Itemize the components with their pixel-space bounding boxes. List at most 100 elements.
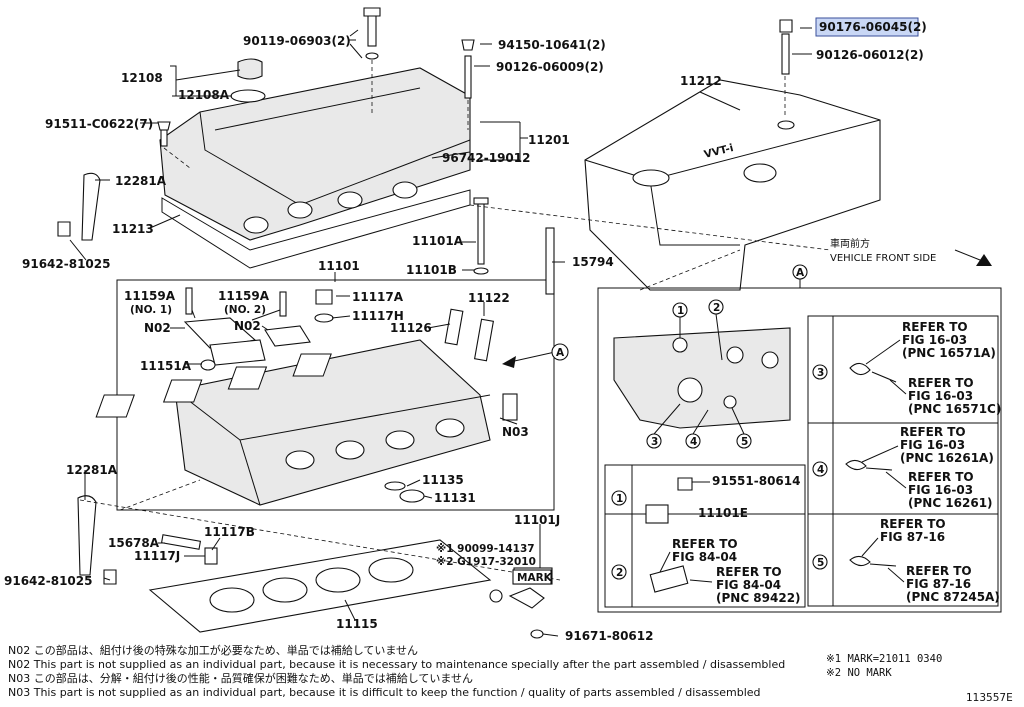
label-11159a-no1[interactable]: 11159A bbox=[124, 289, 176, 303]
label-12281a-bottom[interactable]: 12281A bbox=[66, 463, 118, 477]
label-pnc-16261[interactable]: (PNC 16261) bbox=[908, 496, 993, 510]
callout-4-box bbox=[812, 461, 828, 477]
label-fig-87-16-b[interactable]: FIG 87-16 bbox=[906, 577, 971, 591]
label-no1: (NO. 1) bbox=[130, 304, 172, 316]
callout-5-head-text: 5 bbox=[741, 436, 748, 448]
callout-3-box bbox=[812, 364, 828, 380]
cylinder-head-drawing bbox=[95, 287, 556, 506]
view-a-label-top: A bbox=[796, 267, 805, 279]
label-11101a[interactable]: 11101A bbox=[412, 234, 464, 248]
label-n02-a[interactable]: N02 bbox=[144, 321, 171, 335]
label-pnc-16571c[interactable]: (PNC 16571C) bbox=[908, 402, 1001, 416]
label-12108[interactable]: 12108 bbox=[121, 71, 163, 85]
label-12281a-top[interactable]: 12281A bbox=[115, 174, 167, 188]
note-n02-jp: N02 この部品は、組付け後の特殊な加工が必要なため、単品では補給していません bbox=[8, 644, 419, 657]
label-fig-16-03-d[interactable]: FIG 16-03 bbox=[908, 483, 973, 497]
view-a-label-mid: A bbox=[556, 347, 565, 359]
label-no2: (NO. 2) bbox=[224, 304, 266, 316]
label-11101j[interactable]: 11101J bbox=[514, 513, 560, 527]
engine-hanger-drawing bbox=[57, 172, 117, 585]
label-94150-10641[interactable]: 94150-10641(2) bbox=[498, 38, 606, 52]
sensor-sub-box bbox=[604, 464, 806, 608]
label-11131[interactable]: 11131 bbox=[434, 491, 476, 505]
view-a-marker-mid bbox=[551, 343, 569, 361]
note-n03-jp: N03 この部品は、分解・組付け後の性能・品質確保が困難なため、単品では補給して… bbox=[8, 672, 474, 685]
label-91671-80612[interactable]: 91671-80612 bbox=[565, 629, 653, 643]
view-a-marker-top bbox=[792, 264, 808, 280]
label-fig-84-04-b[interactable]: FIG 84-04 bbox=[716, 578, 781, 592]
label-11117h[interactable]: 11117H bbox=[352, 309, 404, 323]
detail-a-sensors-drawing bbox=[645, 477, 693, 593]
label-pnc-89422[interactable]: (PNC 89422) bbox=[716, 591, 801, 605]
callout-2-head-text: 2 bbox=[713, 302, 720, 314]
label-fig-16-03-b[interactable]: FIG 16-03 bbox=[908, 389, 973, 403]
highlight-90176-06045 bbox=[815, 17, 919, 37]
label-n02-b[interactable]: N02 bbox=[234, 319, 261, 333]
label-fig-16-03-a[interactable]: FIG 16-03 bbox=[902, 333, 967, 347]
label-11115[interactable]: 11115 bbox=[336, 617, 378, 631]
refer-to-16-03-a: REFER TO bbox=[902, 320, 968, 334]
label-11101b[interactable]: 11101B bbox=[406, 263, 457, 277]
label-front-jp: 車両前方 bbox=[830, 237, 870, 250]
label-11201[interactable]: 11201 bbox=[528, 133, 570, 147]
callout-4-box-text: 4 bbox=[817, 464, 824, 476]
label-11101e[interactable]: 11101E bbox=[698, 506, 748, 520]
callout-1-head-text: 1 bbox=[677, 305, 684, 317]
label-90119-06903[interactable]: 90119-06903(2) bbox=[243, 34, 351, 48]
callout-4-head-text: 4 bbox=[690, 436, 697, 448]
callout-2-box-text: 2 bbox=[616, 567, 623, 579]
label-n03[interactable]: N03 bbox=[502, 425, 529, 439]
label-11117a[interactable]: 11117A bbox=[352, 290, 404, 304]
label-90176-06045[interactable]: 90176-06045(2) bbox=[819, 20, 927, 34]
label-12108a[interactable]: 12108A bbox=[178, 88, 230, 102]
head-bolt-drawing bbox=[473, 197, 555, 295]
label-11117j[interactable]: 11117J bbox=[134, 549, 180, 563]
label-11101[interactable]: 11101 bbox=[318, 259, 360, 273]
refer-to-16-03-b: REFER TO bbox=[908, 376, 974, 390]
label-fig-87-16-a[interactable]: FIG 87-16 bbox=[880, 530, 945, 544]
label-15794[interactable]: 15794 bbox=[572, 255, 614, 269]
label-11122[interactable]: 11122 bbox=[468, 291, 510, 305]
detail-a-head-drawing bbox=[613, 327, 791, 429]
cylinder-head-cover-drawing bbox=[157, 7, 475, 269]
label-11135[interactable]: 11135 bbox=[422, 473, 464, 487]
refer-to-87-16-b: REFER TO bbox=[906, 564, 972, 578]
label-pnc-16571a[interactable]: (PNC 16571A) bbox=[902, 346, 996, 360]
figure-id: 113557E bbox=[966, 692, 1013, 704]
refer-to-84-04-a: REFER TO bbox=[672, 537, 738, 551]
label-91642-81025-top[interactable]: 91642-81025 bbox=[22, 257, 110, 271]
label-90126-06009[interactable]: 90126-06009(2) bbox=[496, 60, 604, 74]
label-pnc-16261a[interactable]: (PNC 16261A) bbox=[900, 451, 994, 465]
callout-2-box bbox=[611, 564, 627, 580]
leader-lines bbox=[69, 27, 992, 637]
refer-to-87-16-a: REFER TO bbox=[880, 517, 946, 531]
label-96742-19012[interactable]: 96742-19012 bbox=[442, 151, 530, 165]
mark-note-2: ※2 NO MARK bbox=[826, 667, 892, 679]
label-mark: MARK bbox=[517, 572, 553, 584]
callout-3-head-text: 3 bbox=[651, 436, 658, 448]
label-91642-81025-bottom[interactable]: 91642-81025 bbox=[4, 574, 92, 588]
label-ref1: ※1 90099-14137 bbox=[436, 543, 535, 555]
callout-5-box bbox=[812, 554, 828, 570]
engine-cover-drawing: VVT-i bbox=[584, 19, 881, 291]
label-11117b[interactable]: 11117B bbox=[204, 525, 255, 539]
label-11151a[interactable]: 11151A bbox=[140, 359, 192, 373]
label-fig-84-04-a[interactable]: FIG 84-04 bbox=[672, 550, 737, 564]
label-91551-80614[interactable]: 91551-80614 bbox=[712, 474, 800, 488]
label-90126-06012[interactable]: 90126-06012(2) bbox=[816, 48, 924, 62]
hose-sub-box bbox=[807, 315, 999, 607]
refer-to-16-03-d: REFER TO bbox=[908, 470, 974, 484]
label-11126[interactable]: 11126 bbox=[390, 321, 432, 335]
mark-note-1: ※1 MARK=21011 0340 bbox=[826, 653, 943, 665]
label-15678a[interactable]: 15678A bbox=[108, 536, 160, 550]
refer-to-84-04-b: REFER TO bbox=[716, 565, 782, 579]
refer-to-16-03-c: REFER TO bbox=[900, 425, 966, 439]
detail-a-hoses-drawing bbox=[845, 362, 897, 567]
label-pnc-87245a[interactable]: (PNC 87245A) bbox=[906, 590, 1000, 604]
label-11212[interactable]: 11212 bbox=[680, 74, 722, 88]
label-11213[interactable]: 11213 bbox=[112, 222, 154, 236]
label-fig-16-03-c[interactable]: FIG 16-03 bbox=[900, 438, 965, 452]
label-11159a-no2[interactable]: 11159A bbox=[218, 289, 270, 303]
label-91511-c0622[interactable]: 91511-C0622(7) bbox=[45, 117, 153, 131]
